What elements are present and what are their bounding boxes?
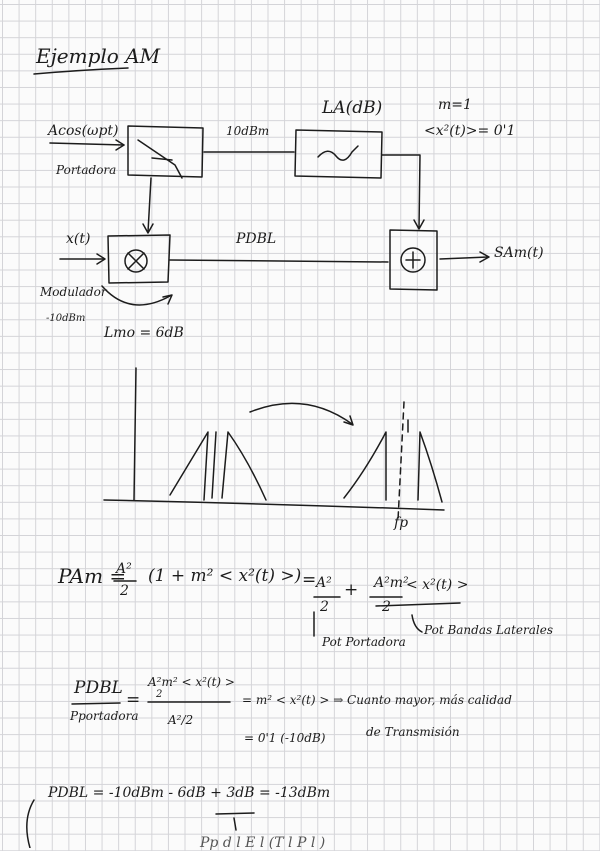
note-sideband-power: Pot Bandas Laterales xyxy=(424,624,553,636)
ratio-equals: = xyxy=(126,692,140,709)
adder-plus xyxy=(406,252,420,268)
ratio-frac-line xyxy=(72,703,120,704)
modulator-label: Modulador xyxy=(40,286,107,298)
note-carrier-power: Pot Portadora xyxy=(322,636,406,648)
ratio-mid-num-den: 2 xyxy=(156,690,162,700)
baseband-upper-shape xyxy=(222,432,266,500)
param-power: <x²(t)>= 0'1 xyxy=(424,124,515,138)
left-brace xyxy=(27,800,34,848)
ratio-mid-den: A²/2 xyxy=(168,714,193,726)
sidebands-hook xyxy=(412,615,422,632)
ratio-den: Pportadora xyxy=(70,710,139,722)
switch-box xyxy=(128,126,203,177)
signal-input-label: x(t) xyxy=(66,232,90,246)
filter-label: LA(dB) xyxy=(322,100,382,117)
output-label: SAm(t) xyxy=(494,246,544,260)
mixer-cross xyxy=(128,253,144,269)
title-underline xyxy=(34,68,128,74)
page-title: Ejemplo AM xyxy=(36,46,160,66)
pam-equals: = xyxy=(302,572,316,589)
pam-term1-num: A² xyxy=(316,576,332,590)
spectrum-y-axis xyxy=(134,368,136,500)
param-m: m=1 xyxy=(438,98,472,112)
spectrum-x-axis xyxy=(104,500,444,510)
pdbl-label: PDBL xyxy=(236,232,276,246)
ratio-num: PDBL xyxy=(74,680,123,697)
output-line xyxy=(440,257,488,259)
carrier-input-label: Acos(ωpt) xyxy=(48,124,119,138)
upper-sideband-shape xyxy=(418,432,442,502)
lower-sideband-shape xyxy=(344,432,386,500)
ratio-mid-num: A²m² < x²(t) > xyxy=(148,676,235,688)
translation-curve xyxy=(250,403,352,424)
pam-paren: (1 + m² < x²(t) >) xyxy=(148,568,301,585)
pam-frac-num: A² xyxy=(116,562,132,576)
switch-mark xyxy=(152,158,172,160)
pam-term2-num: A²m² xyxy=(374,576,409,590)
carrier-input-line xyxy=(50,143,124,145)
carrier-dashed-line xyxy=(398,402,404,520)
switch-to-mixer-line xyxy=(148,178,151,232)
pdbl-equation: PDBL = -10dBm - 6dB + 3dB = -13dBm xyxy=(48,786,330,800)
carrier-power-label: 10dBm xyxy=(226,125,269,137)
three-db-underline xyxy=(216,813,254,814)
transmission-note: de Transmisión xyxy=(366,726,460,738)
baseband-lower-shape xyxy=(170,432,208,500)
pam-term2-rest: < x²(t) > xyxy=(406,578,468,592)
carrier-frequency-label: fp xyxy=(394,516,408,530)
pam-plus: + xyxy=(344,582,358,599)
modulator-power-label: -10dBm xyxy=(46,314,85,324)
ratio-result: = m² < x²(t) > ⇒ Cuanto mayor, más calid… xyxy=(242,694,512,706)
carrier-label: Portadora xyxy=(56,164,116,176)
mixer-to-adder-line xyxy=(170,260,388,262)
mixer-loss-curve xyxy=(102,286,170,305)
filter-to-adder-line xyxy=(382,155,420,228)
three-db-mark xyxy=(234,818,236,830)
ratio-value: = 0'1 (-10dB) xyxy=(244,732,325,744)
modulator-loss-label: Lmo = 6dB xyxy=(104,326,184,340)
pam-term1-den: 2 xyxy=(320,600,329,614)
pam-frac-den: 2 xyxy=(120,584,129,598)
filter-box xyxy=(295,130,382,178)
baseband-edge xyxy=(212,432,216,498)
filter-symbol xyxy=(318,146,358,160)
pam-term2-den: 2 xyxy=(382,600,391,614)
